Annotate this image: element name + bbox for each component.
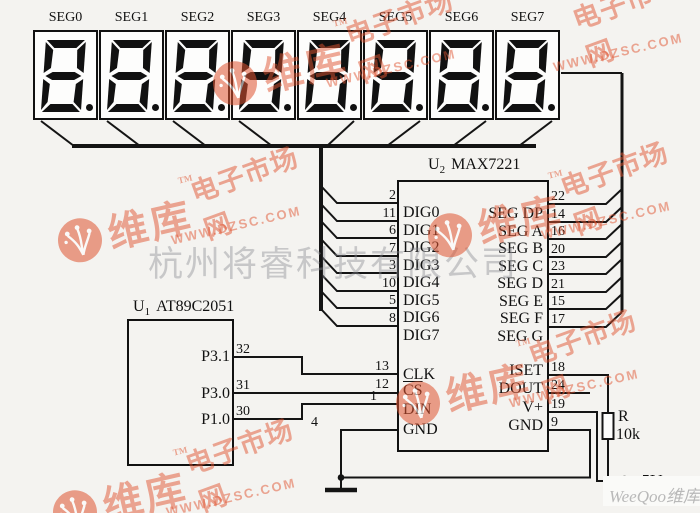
u2-pin-name-gnd-left: GND: [403, 421, 438, 438]
decimal-point: [152, 104, 159, 111]
seg-wiring: [549, 72, 624, 328]
u1-pin-number: 30: [236, 404, 250, 419]
display-common-bus: [40, 120, 553, 311]
u2-pin-number: 11: [382, 206, 396, 221]
u2-pin-name-sege: SEG E: [499, 293, 543, 310]
u2-pin-number: 19: [551, 397, 565, 412]
seven-seg-display-7: [495, 30, 560, 120]
u2-pin-name-segb: SEG B: [498, 240, 543, 257]
resistor-ref: R: [618, 408, 629, 425]
u1-pin-number: 31: [236, 378, 250, 393]
display-label-seg2: SEG2: [180, 10, 215, 25]
u2-pin-number: 24: [551, 378, 565, 393]
seven-seg-display-1: [99, 30, 164, 120]
u2-pin-number: 2: [389, 188, 396, 203]
u2-pin-name-segg: SEG G: [497, 328, 543, 345]
resistor-r: [601, 412, 615, 440]
display-label-seg6: SEG6: [444, 10, 479, 25]
ground-symbol: [325, 477, 357, 493]
u2-pin-number: 22: [551, 189, 565, 204]
u1-pin-name-p10: P1.0: [201, 411, 230, 428]
u2-pin-number: 3: [389, 258, 396, 273]
u2-pin-name-dig4: DIG4: [403, 274, 440, 291]
u2-pin-name-segd: SEG D: [497, 275, 543, 292]
u2-pin-number: 8: [389, 311, 396, 326]
display-label-seg5: SEG5: [378, 10, 413, 25]
weeqoo-watermark: WeeQoo维库: [609, 487, 700, 506]
u1-pin-name-p30: P3.0: [201, 385, 230, 402]
u2-pin-number: 13: [375, 359, 389, 374]
u2-pin-number: 16: [551, 224, 565, 239]
ground-wiring: [337, 429, 591, 481]
decimal-point: [284, 104, 291, 111]
u2-pin-name-dig5: DIG5: [403, 292, 440, 309]
u2-pin-name-dout: DOUT: [498, 380, 543, 397]
seven-seg-display-6: [429, 30, 494, 120]
u2-pin-number: 21: [551, 277, 565, 292]
u2-pin-number: 12: [375, 377, 389, 392]
u2-pin-name-din: DIN: [403, 401, 432, 418]
display-label-seg0: SEG0: [48, 10, 83, 25]
u2-max7221-body: [397, 180, 549, 452]
decimal-point: [350, 104, 357, 111]
display-label-seg4: SEG4: [312, 10, 347, 25]
u2-pin-number: 18: [551, 360, 565, 375]
u2-pin-number: 20: [551, 242, 565, 257]
display-label-seg3: SEG3: [246, 10, 281, 25]
u2-pin-number: 23: [551, 259, 565, 274]
u2-pin-name-sega: SEG A: [498, 223, 543, 240]
u2-pin-number: 7: [389, 241, 396, 256]
u1-pin-name-p31: P3.1: [201, 348, 230, 365]
display-label-seg7: SEG7: [510, 10, 545, 25]
spi-wiring: [233, 356, 397, 420]
weeqoo-backdrop: [603, 476, 700, 506]
u2-pin-number: 1: [370, 389, 377, 404]
decimal-point: [218, 104, 225, 111]
u2-pin-name-dig6: DIG6: [403, 309, 440, 326]
u2-pin-number: 14: [551, 207, 565, 222]
u2-pin-number: 6: [389, 223, 396, 238]
resistor-value: 10k: [616, 426, 640, 443]
u2-pin-name-dig3: DIG3: [403, 257, 440, 274]
u2-pin-name-cs: CS: [403, 382, 423, 399]
u2-pin-name-dig0: DIG0: [403, 204, 440, 221]
seven-seg-display-4: [297, 30, 362, 120]
seven-seg-display-0: [33, 30, 98, 120]
u2-pin-number: 4: [311, 415, 318, 430]
u2-pin-number: 17: [551, 312, 565, 327]
u2-pin-name-dig1: DIG1: [403, 222, 440, 239]
decimal-point: [548, 104, 555, 111]
decimal-point: [416, 104, 423, 111]
u2-pin-name-segdp: SEG DP: [488, 205, 543, 222]
dig-wiring: [320, 185, 397, 327]
u2-pin-number: 9: [551, 415, 558, 430]
u2-pin-name-segc: SEG C: [498, 258, 543, 275]
u2-pin-number: 15: [551, 294, 565, 309]
u2-pin-name-segf: SEG F: [499, 310, 543, 327]
u2-pin-number: 5: [389, 293, 396, 308]
u2-pin-name-clk: CLK: [403, 366, 435, 383]
decimal-point: [482, 104, 489, 111]
u2-pin-number: 10: [382, 276, 396, 291]
display-label-seg1: SEG1: [114, 10, 149, 25]
u2-pin-name-gnd-right: GND: [508, 417, 543, 434]
u2-pin-name-dig7: DIG7: [403, 327, 440, 344]
seven-seg-display-5: [363, 30, 428, 120]
decimal-point: [86, 104, 93, 111]
u2-pin-name-vplus: V+: [522, 399, 543, 416]
u1-pin-number: 32: [236, 342, 250, 357]
u2-pin-name-dig2: DIG2: [403, 239, 440, 256]
u2-pin-name-iset: ISET: [509, 362, 543, 379]
